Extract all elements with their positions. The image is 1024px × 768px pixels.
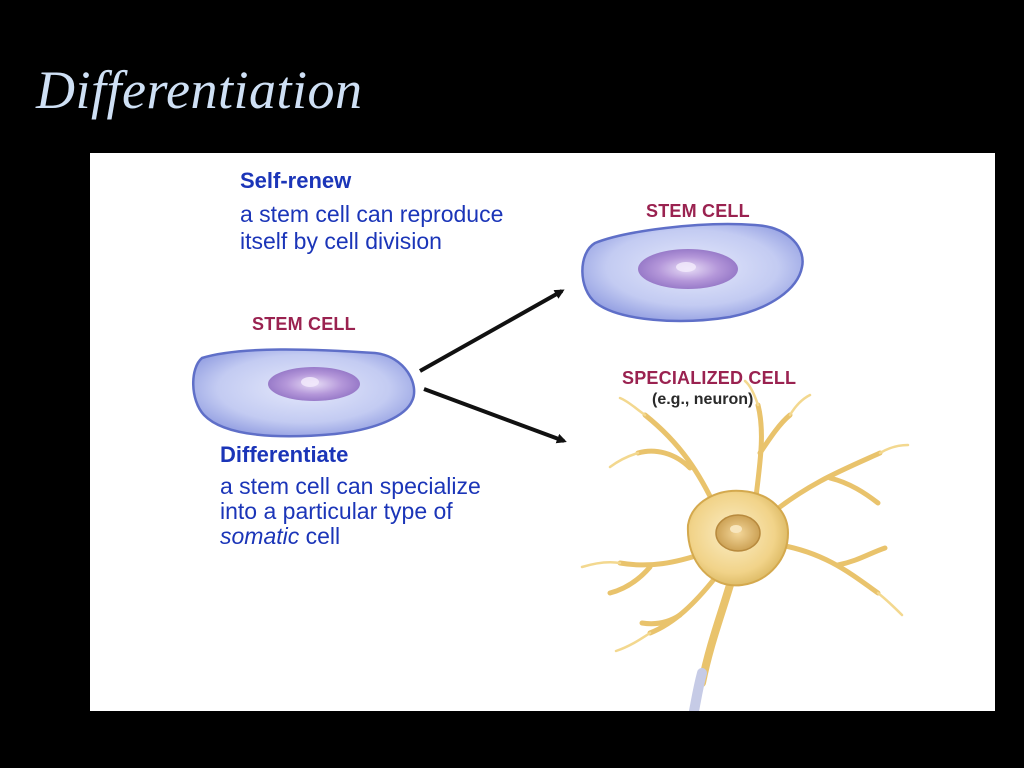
differentiate-description-line1: a stem cell can specialize [220, 473, 481, 499]
stem-cell-label-right: STEM CELL [646, 201, 750, 221]
self-renew-description-line1: a stem cell can reproduce [240, 201, 504, 227]
differentiate-description-line3: somatic cell [220, 523, 340, 549]
somatic-emphasis: somatic [220, 523, 300, 549]
neuron-illustration [580, 379, 910, 711]
slide-title: Differentiation [36, 60, 363, 120]
self-renew-description-line2: itself by cell division [240, 228, 442, 254]
self-renew-arrow [419, 289, 565, 373]
diagram-panel: Self-renew a stem cell can reproduce its… [90, 153, 995, 711]
differentiate-description-line3-rest: cell [299, 523, 341, 549]
self-renew-heading: Self-renew [240, 168, 352, 193]
specialized-cell-example: (e.g., neuron) [652, 391, 754, 408]
differentiate-heading: Differentiate [220, 442, 349, 467]
diagram-graphics [192, 222, 910, 711]
stem-cell-right [581, 222, 804, 323]
stem-cell-left [192, 348, 416, 438]
specialized-cell-label: SPECIALIZED CELL [622, 368, 797, 388]
differentiate-arrow [423, 387, 567, 444]
stem-cell-label-left: STEM CELL [252, 314, 356, 334]
differentiate-description-line2: into a particular type of [220, 498, 453, 524]
